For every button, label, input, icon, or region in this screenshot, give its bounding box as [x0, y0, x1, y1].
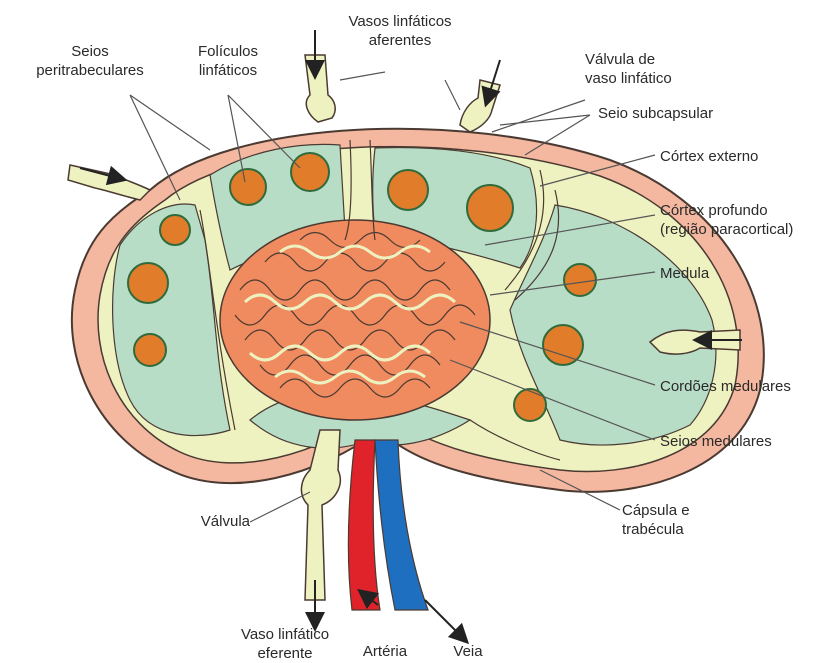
label-cordoes-medulares: Cordões medulares: [660, 377, 791, 396]
label-veia: Veia: [438, 642, 498, 661]
label-vaso-linfatico-eferente: Vaso linfático eferente: [220, 625, 350, 663]
label-seios-peritrabeculares: Seios peritrabeculares: [10, 42, 170, 80]
label-capsula-e-trabecula: Cápsula e trabécula: [622, 501, 690, 539]
follicle: [160, 215, 190, 245]
afferent-vessel-top-left: [305, 55, 335, 122]
follicle: [467, 185, 513, 231]
label-valvula-de-vaso-linfatico: Válvula de vaso linfático: [585, 50, 672, 88]
label-cortex-profundo: Córtex profundo (região paracortical): [660, 201, 793, 239]
label-cortex-externo: Córtex externo: [660, 147, 758, 166]
vein-arrow: [425, 600, 462, 637]
follicle: [388, 170, 428, 210]
label-foliculos-linfaticos: Folículos linfáticos: [168, 42, 288, 80]
afferent-vessel-left: [68, 165, 150, 200]
label-arteria: Artéria: [350, 642, 420, 661]
follicle: [230, 169, 266, 205]
medulla: [220, 220, 490, 420]
artery: [348, 440, 380, 610]
label-vasos-linfaticos-aferentes: Vasos linfáticos aferentes: [330, 12, 470, 50]
follicle: [543, 325, 583, 365]
follicle: [128, 263, 168, 303]
label-seio-subcapsular: Seio subcapsular: [598, 104, 713, 123]
follicle: [564, 264, 596, 296]
afferent-vessel-top-right: [460, 80, 500, 132]
label-seios-medulares: Seios medulares: [660, 432, 772, 451]
label-medula: Medula: [660, 264, 709, 283]
follicle: [291, 153, 329, 191]
follicle: [514, 389, 546, 421]
vein: [375, 440, 428, 610]
follicle: [134, 334, 166, 366]
label-valvula: Válvula: [180, 512, 250, 531]
